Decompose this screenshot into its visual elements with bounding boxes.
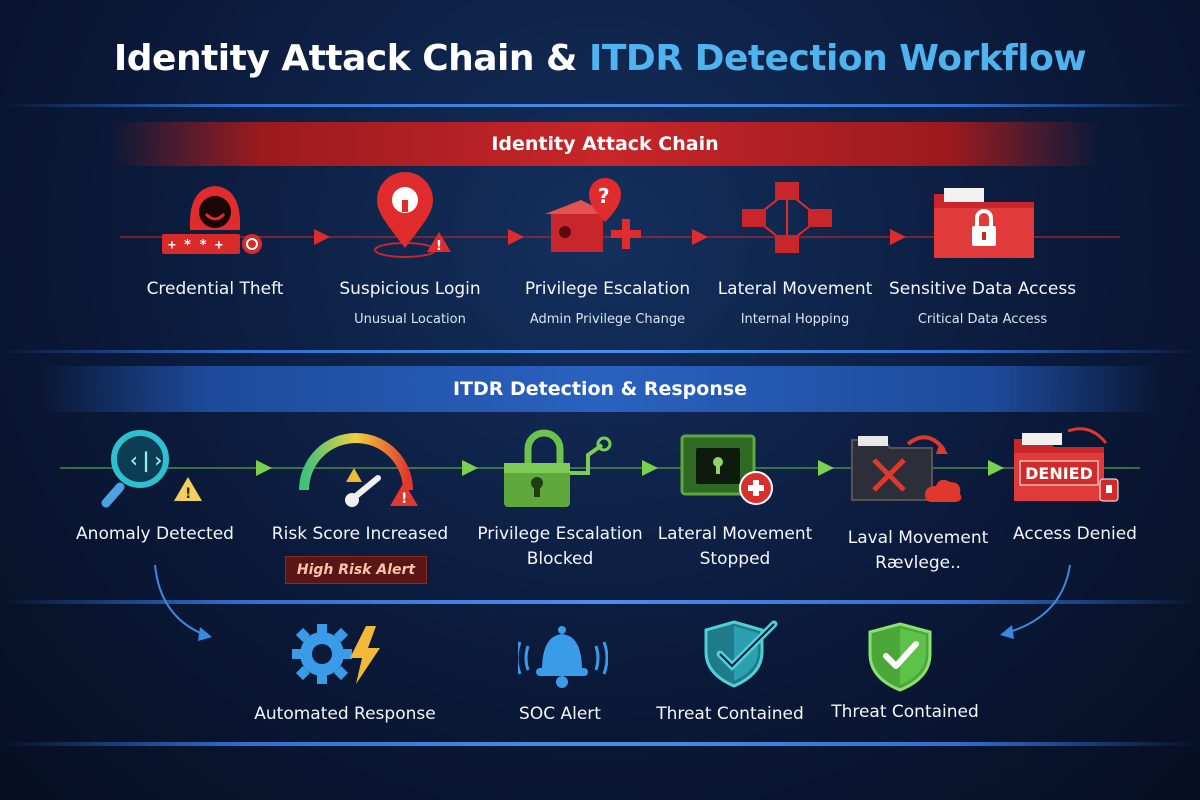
svg-text:!: ! <box>185 486 191 502</box>
privilege-box-icon: ? <box>545 178 641 252</box>
detect-step-4-line2: Stopped <box>699 549 771 569</box>
detect-step-1-label: Anomaly Detected <box>76 524 234 544</box>
detection-banner: ITDR Detection & Response <box>40 366 1160 412</box>
attack-step-5-sub: Critical Data Access <box>917 312 1048 327</box>
divider-bottom <box>0 742 1200 746</box>
svg-text:!: ! <box>436 239 442 254</box>
title-part-2: ITDR Detection Workflow <box>588 38 1087 79</box>
divider-middle <box>0 350 1200 353</box>
attack-step-4-sub: Internal Hopping <box>740 312 850 327</box>
page-title: Identity Attack Chain & ITDR Detection W… <box>0 38 1200 79</box>
attack-step-5-label: Sensitive Data Access <box>888 279 1077 299</box>
magnifier-icon: ‹|› ! <box>101 430 202 508</box>
divider-top <box>0 104 1200 107</box>
detect-step-4-line1: Lateral Movement <box>657 524 813 544</box>
attack-step-4-label: Lateral Movement <box>717 279 873 299</box>
denied-folder-icon <box>851 435 962 502</box>
title-part-1: Identity Attack Chain & <box>113 38 589 79</box>
denied-stamp-icon: DENIED <box>1014 427 1119 502</box>
detect-step-3-label: Privilege Escalation Blocked <box>460 522 660 572</box>
response-3-label: Threat Contained <box>656 704 804 724</box>
response-4-label: Threat Contained <box>831 702 979 722</box>
detect-step-3-line1: Privilege Escalation <box>477 524 643 544</box>
shield-check-icon <box>704 620 778 688</box>
locked-device-icon <box>680 434 773 505</box>
detect-step-5-line2: Rævlege.. <box>875 553 961 573</box>
bell-icon <box>518 626 608 688</box>
location-pin-icon: ! <box>374 172 451 258</box>
svg-text:?: ? <box>598 184 610 208</box>
attack-step-3-sub: Admin Privilege Change <box>529 312 686 327</box>
detect-step-4-label: Lateral Movement Stopped <box>640 522 830 572</box>
attack-step-3-label: Privilege Escalation <box>524 279 691 299</box>
detect-step-3-line2: Blocked <box>526 549 594 569</box>
detection-connectors <box>60 460 1140 476</box>
svg-text:+ * * +: + * * + <box>168 238 223 253</box>
gauge-icon: ! <box>299 433 418 507</box>
network-icon <box>742 182 832 253</box>
hacker-icon: + * * + <box>162 186 262 254</box>
response-curved-arrows <box>154 564 1071 641</box>
gear-bolt-icon <box>292 624 380 684</box>
attack-step-2-label: Suspicious Login <box>339 279 481 299</box>
svg-text:!: ! <box>401 491 407 507</box>
detect-step-5-label: Laval Movement Rævlege.. <box>828 526 1008 576</box>
detect-step-2-label: Risk Score Increased <box>271 524 449 544</box>
response-1-label: Automated Response <box>254 704 436 724</box>
detect-step-6-label: Access Denied <box>1013 524 1137 544</box>
divider-lower <box>0 600 1200 604</box>
attack-chain-banner: Identity Attack Chain <box>110 122 1100 166</box>
padlock-icon <box>504 429 612 507</box>
high-risk-badge: High Risk Alert <box>285 556 427 584</box>
detect-step-5-line1: Laval Movement <box>847 528 989 548</box>
response-2-label: SOC Alert <box>519 704 601 724</box>
locked-folder-icon <box>934 188 1034 258</box>
svg-text:‹|›: ‹|› <box>128 448 164 472</box>
attack-step-2-sub: Unusual Location <box>354 312 466 327</box>
green-shield-icon <box>868 622 932 692</box>
attack-step-1-label: Credential Theft <box>146 279 284 299</box>
denied-stamp-text: DENIED <box>1025 464 1093 483</box>
